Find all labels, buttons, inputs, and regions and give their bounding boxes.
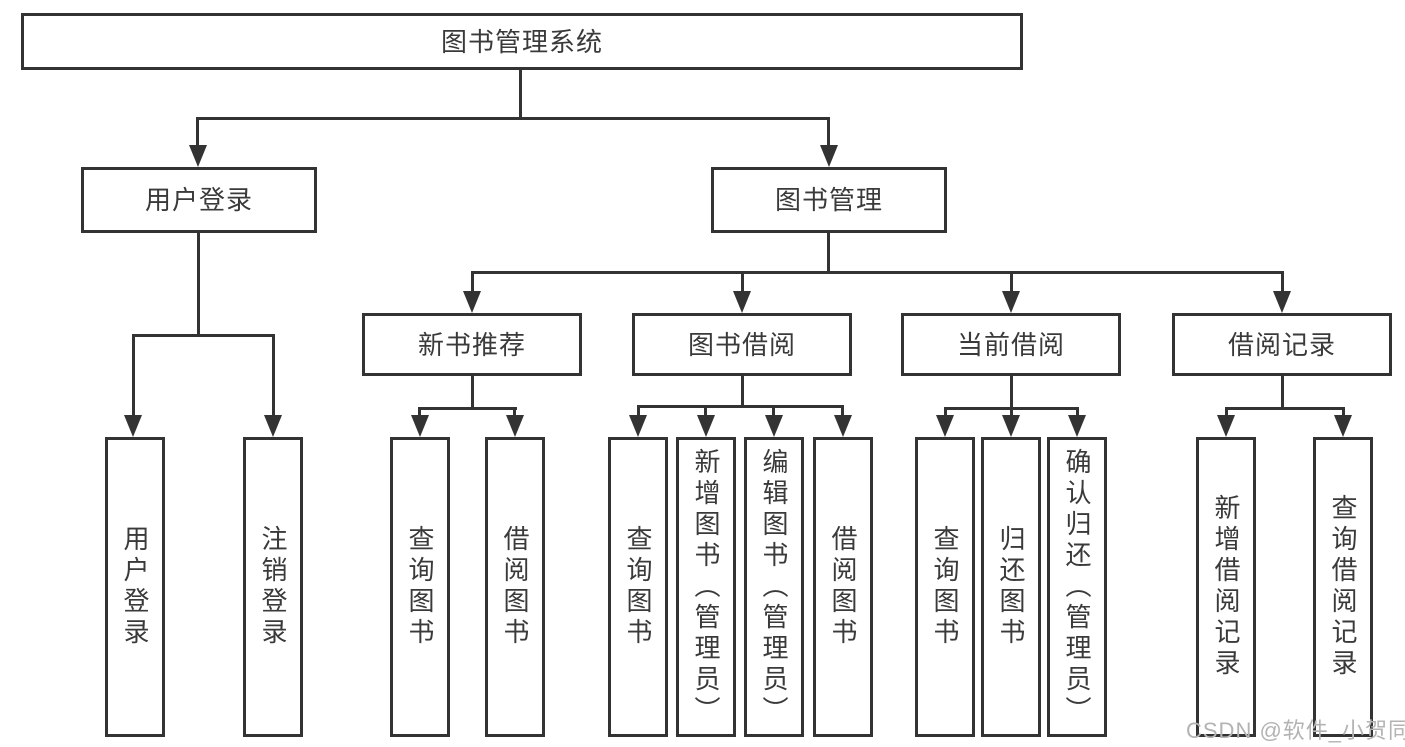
leaf-nb-borrow-books: 借阅图书 xyxy=(485,437,545,737)
connector-user-login-stem xyxy=(197,233,200,336)
connector-br-add-drop xyxy=(1225,407,1228,419)
connector-nb-stem xyxy=(471,376,474,409)
node-user-login-label: 用户登录 xyxy=(144,185,253,215)
node-current-borrow-label: 当前借阅 xyxy=(956,329,1065,360)
node-library-system-label: 图书管理系统 xyxy=(440,26,603,57)
arrowhead-nb-query xyxy=(411,415,429,437)
leaf-br-add-record: 新增借阅记录 xyxy=(1196,437,1256,737)
node-book-management-label: 图书管理 xyxy=(774,185,883,215)
connector-user-login-drop xyxy=(196,117,199,147)
node-borrow-records-label: 借阅记录 xyxy=(1227,329,1336,360)
connector-bb-query-drop xyxy=(637,405,640,419)
connector-borrow-record-drop xyxy=(1281,271,1284,293)
leaf-cb-confirm-return-admin-label: 确认归还（管理员） xyxy=(1062,447,1092,727)
leaf-bb-add-books-admin: 新增图书（管理员） xyxy=(676,437,736,737)
connector-root-stem xyxy=(519,70,522,119)
leaf-nb-query-books: 查询图书 xyxy=(390,437,450,737)
arrowhead-cb-return xyxy=(1002,415,1020,437)
node-library-system: 图书管理系统 xyxy=(21,13,1023,70)
node-new-book-recommend: 新书推荐 xyxy=(362,313,582,376)
leaf-br-query-record: 查询借阅记录 xyxy=(1313,437,1373,737)
arrowhead-bb-add xyxy=(697,415,715,437)
leaf-cb-confirm-return-admin: 确认归还（管理员） xyxy=(1047,437,1107,737)
leaf-cb-query-books: 查询图书 xyxy=(915,437,975,737)
leaf-logout-login-label: 注销登录 xyxy=(258,525,288,649)
leaf-bb-borrow-books: 借阅图书 xyxy=(813,437,873,737)
leaf-user-login: 用户登录 xyxy=(105,437,165,737)
connector-bb-add-drop xyxy=(704,405,707,419)
connector-cb-return-drop xyxy=(1010,407,1013,419)
leaf-bb-add-books-admin-label: 新增图书（管理员） xyxy=(691,447,721,727)
node-user-login: 用户登录 xyxy=(81,167,317,233)
leaf-bb-borrow-books-label: 借阅图书 xyxy=(828,525,858,649)
node-book-management: 图书管理 xyxy=(711,167,947,233)
leaf-bb-query-books-label: 查询图书 xyxy=(623,525,653,649)
leaf-cb-query-books-label: 查询图书 xyxy=(930,525,960,649)
leaf-logout-login: 注销登录 xyxy=(243,437,303,737)
arrowhead-current-borrow xyxy=(1002,291,1020,313)
connector-br-stem xyxy=(1281,376,1284,409)
node-new-book-recommend-label: 新书推荐 xyxy=(417,329,526,360)
arrowhead-user-login xyxy=(189,145,207,167)
leaf-br-add-record-label: 新增借阅记录 xyxy=(1211,494,1241,680)
connector-leaf-user-login-drop xyxy=(132,334,135,417)
leaf-br-query-record-label: 查询借阅记录 xyxy=(1328,494,1358,680)
arrowhead-br-add xyxy=(1217,415,1235,437)
node-book-borrow: 图书借阅 xyxy=(632,313,852,376)
connector-cb-query-drop xyxy=(944,407,947,419)
node-current-borrow: 当前借阅 xyxy=(901,313,1121,376)
leaf-cb-return-books: 归还图书 xyxy=(981,437,1041,737)
arrowhead-book-mgmt xyxy=(820,145,838,167)
connector-cb-confirm-drop xyxy=(1076,407,1079,419)
arrowhead-cb-confirm xyxy=(1068,415,1086,437)
connector-bb-hline xyxy=(637,405,844,408)
node-borrow-records: 借阅记录 xyxy=(1172,313,1392,376)
connector-cb-stem xyxy=(1010,376,1013,409)
connector-nb-borrow-drop xyxy=(513,407,516,419)
leaf-nb-query-books-label: 查询图书 xyxy=(405,525,435,649)
connector-level2-hline xyxy=(196,117,830,120)
connector-book-mgmt-drop xyxy=(827,117,830,147)
leaf-bb-edit-books-admin: 编辑图书（管理员） xyxy=(744,437,804,737)
connector-bb-edit-drop xyxy=(772,405,775,419)
connector-nb-hline xyxy=(418,407,517,410)
arrowhead-br-query xyxy=(1334,415,1352,437)
leaf-bb-edit-books-admin-label: 编辑图书（管理员） xyxy=(759,447,789,727)
connector-book-mgmt-stem xyxy=(827,233,830,273)
connector-book-borrow-drop xyxy=(741,271,744,293)
arrowhead-cb-query xyxy=(936,415,954,437)
connector-level3-hline xyxy=(471,271,1284,274)
leaf-nb-borrow-books-label: 借阅图书 xyxy=(500,525,530,649)
connector-bb-stem xyxy=(741,376,744,407)
arrowhead-borrow-record xyxy=(1273,291,1291,313)
connector-nb-query-drop xyxy=(418,407,421,419)
arrowhead-bb-borrow xyxy=(834,415,852,437)
connector-leaf-logout-drop xyxy=(272,334,275,417)
connector-bb-borrow-drop xyxy=(841,405,844,419)
connector-br-query-drop xyxy=(1342,407,1345,419)
node-book-borrow-label: 图书借阅 xyxy=(687,329,796,360)
leaf-cb-return-books-label: 归还图书 xyxy=(996,525,1026,649)
connector-br-hline xyxy=(1225,407,1345,410)
leaf-bb-query-books: 查询图书 xyxy=(608,437,668,737)
arrowhead-book-borrow xyxy=(733,291,751,313)
connector-current-borrow-drop xyxy=(1010,271,1013,293)
connector-user-login-hline xyxy=(132,334,275,337)
arrowhead-new-book xyxy=(463,291,481,313)
arrowhead-bb-edit xyxy=(765,415,783,437)
arrowhead-bb-query xyxy=(629,415,647,437)
arrowhead-leaf-logout xyxy=(264,415,282,437)
arrowhead-leaf-user-login xyxy=(124,415,142,437)
leaf-user-login-label: 用户登录 xyxy=(120,525,150,649)
arrowhead-nb-borrow xyxy=(506,415,524,437)
csdn-watermark: CSDN @软件_小贺同学 xyxy=(1186,718,1405,743)
connector-new-book-drop xyxy=(471,271,474,293)
